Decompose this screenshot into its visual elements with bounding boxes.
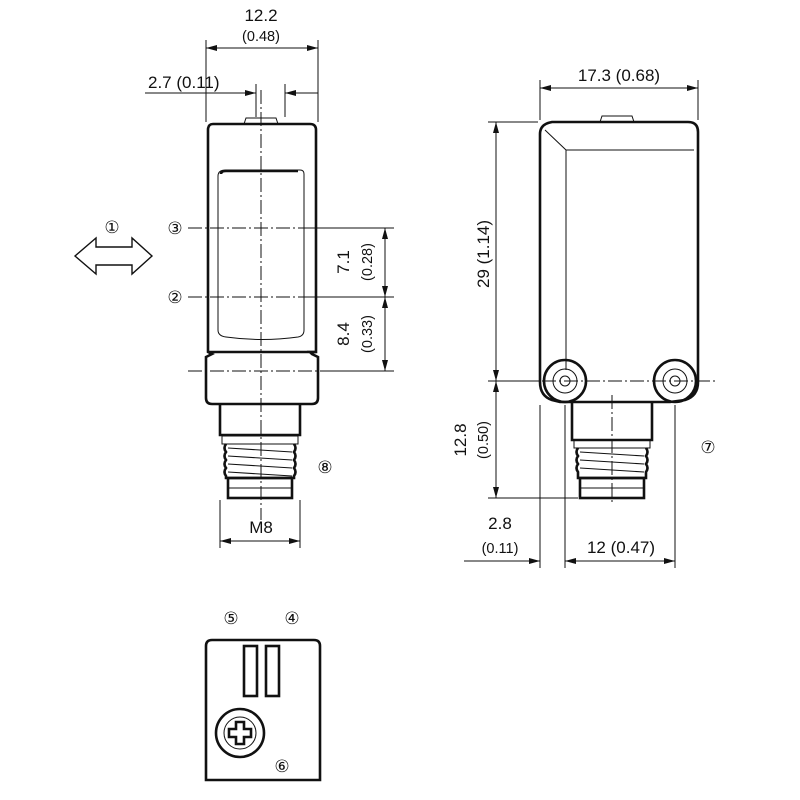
callout-4: ④ bbox=[284, 609, 299, 628]
front-connector bbox=[218, 404, 302, 500]
front-view: 12.2 (0.48) 2.7 (0.11) 7.1 (0.28) 8.4 (0… bbox=[73, 6, 394, 548]
rear-housing-outline bbox=[204, 638, 322, 782]
dim-front-width: 12.2 bbox=[244, 6, 277, 25]
callout-6: ⑥ bbox=[274, 757, 289, 776]
callout-3: ③ bbox=[167, 219, 182, 238]
dim-connector-offset-inch: (0.11) bbox=[482, 541, 519, 557]
dim-axis-spacing-inch: (0.28) bbox=[360, 243, 376, 281]
dim-axis-to-mount-inch: (0.33) bbox=[360, 315, 376, 353]
dim-connector-length: 12.8 bbox=[451, 423, 470, 456]
side-view: 17.3 (0.68) 29 (1.14) 12.8 (0.50) 2.8 (0… bbox=[451, 66, 716, 568]
callout-8: ⑧ bbox=[317, 458, 332, 477]
rear-switch-slots bbox=[242, 644, 281, 698]
potentiometer-icon bbox=[214, 707, 266, 759]
dim-hole-spacing: 12 (0.47) bbox=[587, 538, 655, 557]
callout-1: ① bbox=[104, 218, 119, 237]
dim-connector-offset: 2.8 bbox=[488, 514, 512, 533]
dim-connector-thread: M8 bbox=[249, 518, 273, 537]
dim-connector-length-inch: (0.50) bbox=[476, 421, 492, 459]
dim-front-width-inch: (0.48) bbox=[242, 29, 280, 45]
callout-2: ② bbox=[167, 288, 182, 307]
front-optics-window bbox=[217, 169, 305, 340]
double-arrow-icon bbox=[73, 236, 154, 276]
dim-axis-spacing: 7.1 bbox=[334, 250, 353, 274]
rear-view: ⑤ ④ ⑥ bbox=[204, 609, 322, 782]
front-housing-outline bbox=[204, 122, 320, 406]
dim-axis-to-mount: 8.4 bbox=[334, 322, 353, 346]
callout-7: ⑦ bbox=[700, 438, 715, 457]
callout-5: ⑤ bbox=[223, 609, 238, 628]
dim-lens-offset: 2.7 (0.11) bbox=[148, 73, 220, 92]
dim-housing-height: 29 (1.14) bbox=[474, 220, 493, 288]
dim-side-depth: 17.3 (0.68) bbox=[578, 66, 660, 85]
